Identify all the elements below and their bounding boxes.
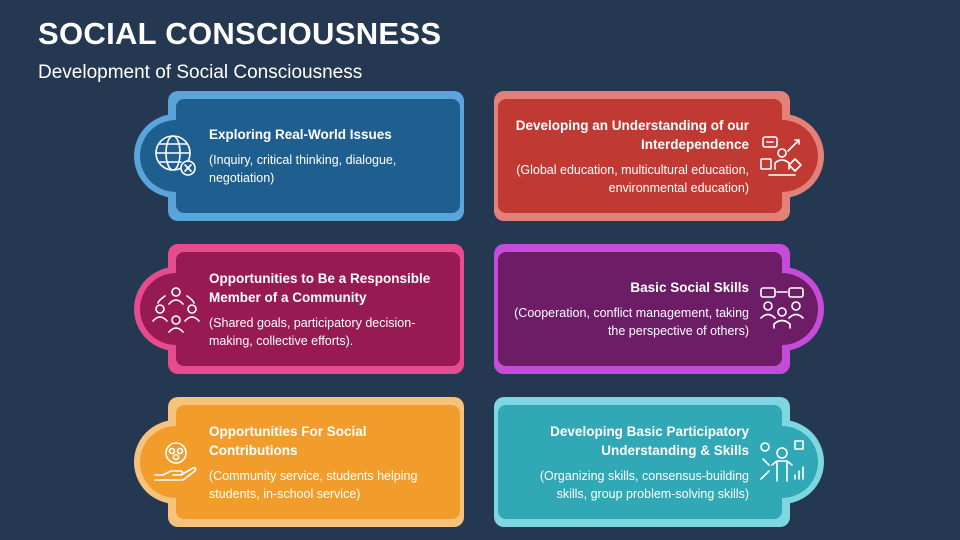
community-icon	[149, 282, 203, 336]
page-subtitle: Development of Social Consciousness	[38, 62, 363, 83]
card-description: (Inquiry, critical thinking, dialogue, n…	[209, 153, 397, 185]
card-description: (Community service, students helping stu…	[209, 468, 418, 501]
card-interdependence: Developing an Understanding of our Inter…	[494, 91, 824, 221]
card-description: (Cooperation, conflict management, takin…	[514, 306, 749, 338]
card-heading: Exploring Real-World Issues	[209, 127, 392, 142]
card-responsible-member: Opportunities to Be a Responsible Member…	[134, 244, 464, 374]
card-social-contributions: Opportunities For Social Contributions (…	[134, 397, 464, 527]
card-participatory-skills: Developing Basic Participatory Understan…	[494, 397, 824, 527]
card-heading: Developing Basic Participatory Understan…	[550, 423, 749, 458]
page-title: SOCIAL CONSCIOUSNESS	[38, 16, 442, 51]
interdependence-icon	[755, 129, 809, 183]
globe-icon	[149, 129, 203, 183]
card-basic-social-skills: Basic Social Skills (Cooperation, confli…	[494, 244, 824, 374]
card-description: (Shared goals, participatory decision-ma…	[209, 315, 416, 348]
helping-hand-icon	[149, 435, 203, 489]
card-heading: Opportunities to Be a Responsible Member…	[209, 270, 431, 305]
participation-icon	[755, 435, 809, 489]
card-heading: Basic Social Skills	[630, 280, 749, 295]
card-heading: Developing an Understanding of our Inter…	[515, 117, 749, 152]
card-exploring-issues: Exploring Real-World Issues (Inquiry, cr…	[134, 91, 464, 221]
card-description: (Organizing skills, consensus-building s…	[539, 468, 749, 501]
card-description: (Global education, multicultural educati…	[516, 162, 749, 195]
card-heading: Opportunities For Social Contributions	[209, 423, 367, 458]
social-skills-icon	[755, 282, 809, 336]
